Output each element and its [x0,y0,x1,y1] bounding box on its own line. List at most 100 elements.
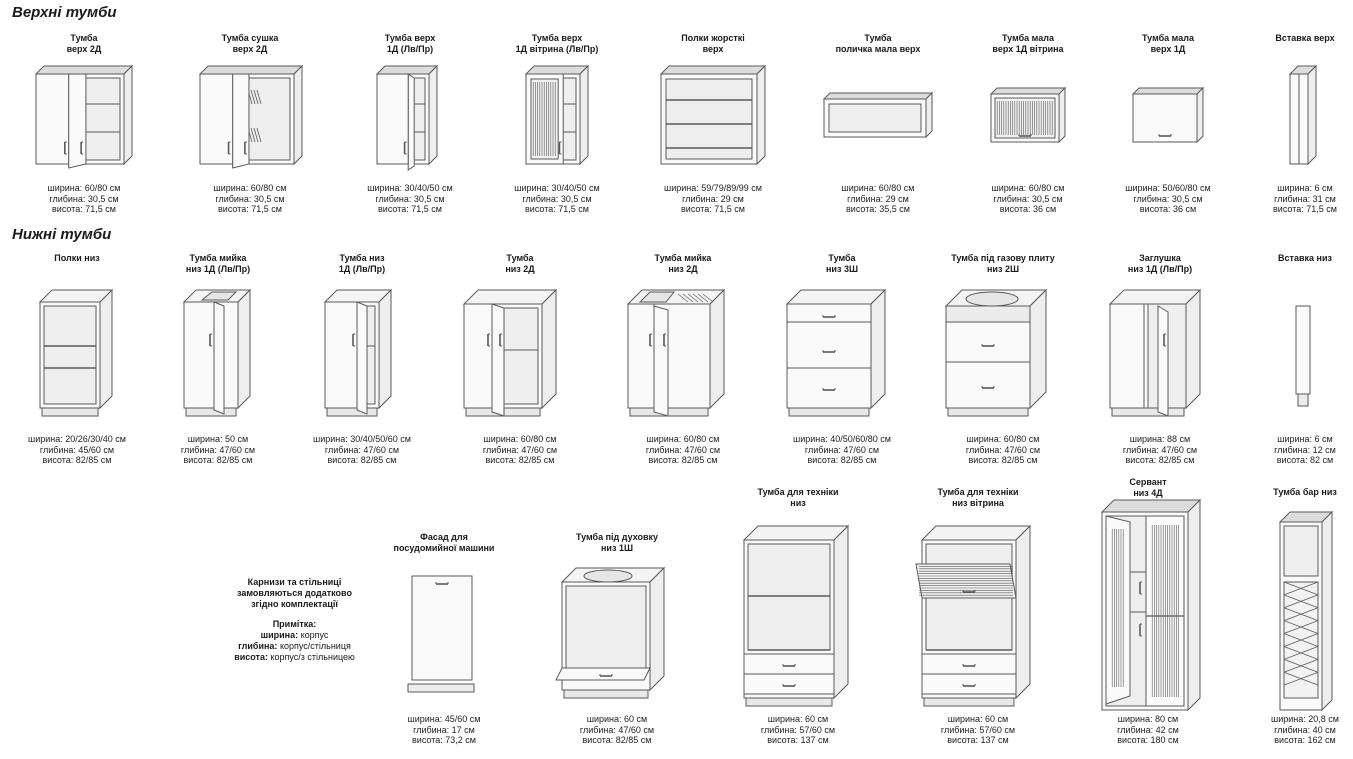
dimension-height: висота: 162 см [1274,735,1336,745]
cabinet-drawing [628,290,724,424]
note-width: ширина: корпус [212,630,377,641]
cabinet-drawing [200,66,302,172]
dimension-depth: глибина: 29 см [682,193,744,204]
blind-panel [1110,304,1144,408]
dimension-depth: глибина: 30,5 см [522,193,592,204]
cabinet-side [871,290,885,408]
note-height-label: висота: [234,652,268,662]
insert-panel [1296,306,1310,394]
cabinet-side [1030,290,1046,408]
cabinet-side [1016,526,1030,698]
cabinet-door [325,302,357,408]
dish-rack [251,128,255,142]
note-line: замовляються додатково [237,588,352,598]
cabinet-side [238,290,250,408]
drainboard [688,294,698,302]
cabinet-illustration [661,66,765,164]
dimension-width: ширина: 88 см [1129,434,1191,444]
cabinet-door [408,74,414,170]
dimension-depth: глибина: 30,5 см [215,193,285,204]
cabinet-name: Тумба низ 1Д (Лв/Пр) [338,253,386,274]
cabinet-top [824,93,932,99]
cabinet-name: Тумба для техніки низ [757,487,839,508]
dimension-height: висота: 82 см [1276,455,1334,465]
dimension-depth: глибина: 47/60 см [180,444,256,455]
dimension-width: ширина: 60 см [586,714,648,724]
dimension-width: ширина: 60 см [947,714,1009,724]
cabinet-drawing [184,290,250,424]
drawer [787,304,871,322]
dimension-height: висота: 82/85 см [807,455,877,465]
dish-rack [257,90,261,104]
cabinet-top [991,88,1065,94]
dimension-width: ширина: 60/80 см [483,434,557,444]
cabinet-top [36,66,132,74]
plinth [186,408,236,416]
dimension-depth: глибина: 47/60 см [579,724,655,735]
bar-niche [1284,526,1318,576]
dimension-depth: глибина: 57/60 см [760,724,836,735]
drainboard [693,294,703,302]
cabinet-drawing [1290,66,1316,172]
cabinet-top [1102,500,1200,512]
cabinet-interior [666,79,752,159]
dimension-height: висота: 82/85 см [648,455,718,465]
cabinet-drawing [787,290,885,424]
dimension-depth: глибина: 30,5 см [375,193,445,204]
cabinet-name: Тумба мийка низ 2Д [654,253,712,274]
cabinet-illustration [1280,512,1332,710]
cabinet-drawing [1110,290,1200,424]
dimension-depth: глибина: 45/60 см [39,444,115,455]
cabinet-illustration [916,526,1030,706]
plinth [42,408,98,416]
dimension-width: ширина: 60/80 см [213,183,287,193]
dimension-height: висота: 36 см [999,204,1057,214]
rack-diagonal [1284,621,1318,634]
dimension-height: висота: 71,5 см [1273,204,1337,214]
cabinet-drawing [325,290,391,424]
dish-rack [254,128,258,142]
cabinet-name: Тумба мала верх 1Д вітрина [992,33,1064,54]
dimension-width: ширина: 20,8 см [1271,714,1339,724]
cabinet-name: Тумба низ 2Д [505,253,535,274]
cabinet-door [654,306,668,416]
cabinet-drawing [744,526,848,714]
dimension-depth: глибина: 47/60 см [482,444,558,455]
cabinet-door [200,74,233,164]
cooktop-cutout [584,570,632,582]
countertop [787,290,885,304]
cabinet-illustration [787,290,885,416]
note-depth-value: корпус/стільниця [277,641,351,651]
dimension-depth: глибина: 30,5 см [1133,193,1203,204]
drawer [922,674,1016,694]
cabinet-name: Тумба під духовку низ 1Ш [575,532,659,553]
dimension-width: ширина: 60/80 см [47,183,121,193]
dimension-height: висота: 82/85 см [327,455,397,465]
insert-foot [1298,394,1308,406]
glass-panel [531,79,558,159]
cabinet-illustration [408,576,474,692]
drainboard [703,294,713,302]
section-title-lower: Нижні тумби [12,226,112,243]
plinth [564,690,648,698]
dimension-width: ширина: 50 см [187,434,249,444]
dimension-height: висота: 82/85 см [183,455,253,465]
cabinet-interior [829,104,921,132]
plinth [789,408,869,416]
cabinet-door [214,302,224,414]
cabinet-side [757,66,765,164]
cabinet-illustration [40,290,112,416]
drawer [744,674,834,694]
cabinet-illustration [184,290,250,416]
drawer [787,368,871,408]
cabinet-illustration [325,290,391,416]
appliance-niche [748,544,830,650]
cabinet-side [834,526,848,698]
cabinet-drawing [922,526,1030,714]
